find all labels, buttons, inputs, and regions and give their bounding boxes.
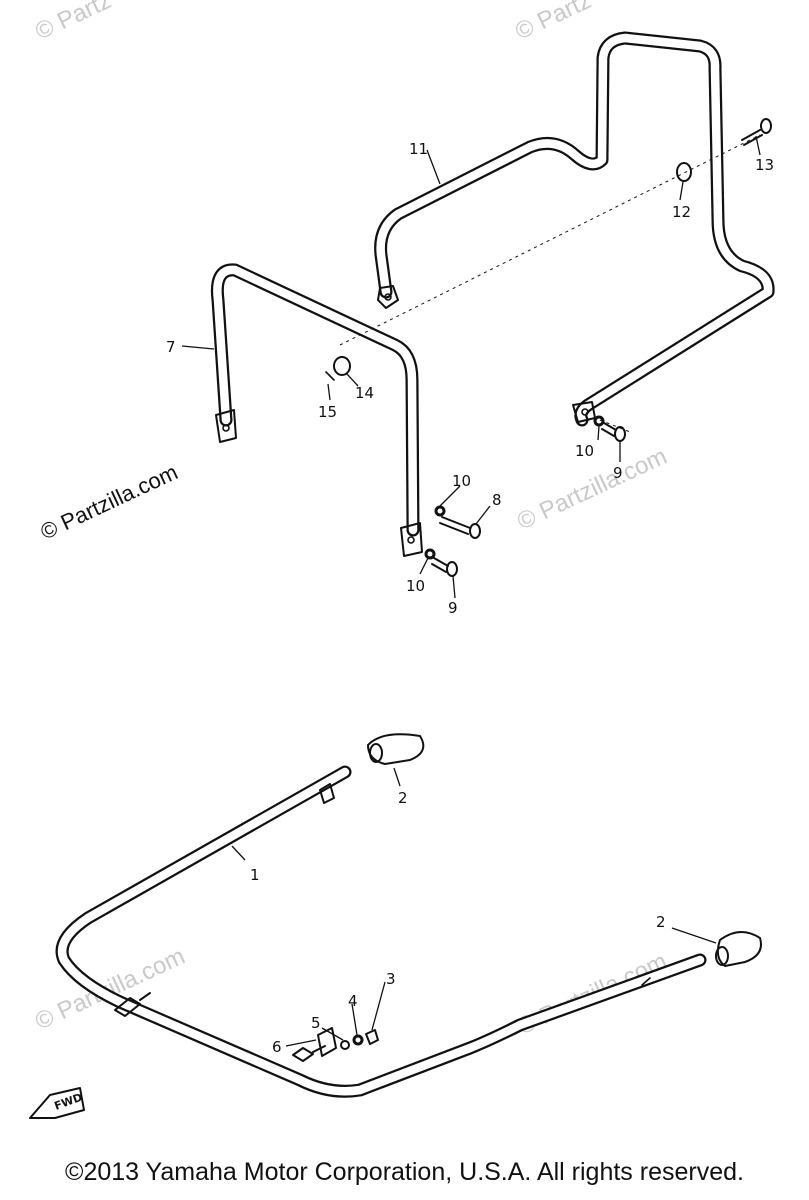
callout-5: 5: [311, 1014, 321, 1032]
bumper-loop-part-1: [55, 765, 707, 1098]
rear-bar-part-11: [374, 31, 775, 427]
callout-2-top: 2: [398, 789, 408, 807]
callout-9-right: 9: [613, 464, 623, 482]
watermark-main: © Partzilla.com: [37, 459, 182, 544]
callout-14: 14: [355, 384, 374, 402]
callout-13: 13: [755, 156, 774, 174]
callout-6: 6: [272, 1038, 282, 1056]
callout-7: 7: [166, 338, 176, 356]
watermark-top-left: © Partz: [31, 0, 115, 45]
watermark-top-center: © Partz: [511, 0, 595, 45]
callout-1: 1: [250, 866, 260, 884]
callout-11: 11: [409, 140, 428, 158]
callout-15: 15: [318, 403, 337, 421]
callout-9-lower: 9: [448, 599, 458, 617]
callout-10-right: 10: [575, 442, 594, 460]
callout-4: 4: [348, 992, 358, 1010]
fwd-arrow-icon: FWD: [29, 1087, 85, 1119]
assembly-line-side: [599, 419, 631, 433]
leader-lines: [181, 135, 761, 1047]
assembly-line-rear: [339, 134, 761, 346]
callout-12: 12: [672, 203, 691, 221]
hardware-upper: [325, 118, 772, 577]
callout-8: 8: [492, 491, 502, 509]
callout-10-upper: 10: [452, 472, 471, 490]
callout-10-lower: 10: [406, 577, 425, 595]
callout-3: 3: [386, 970, 396, 988]
end-caps-part-2: [367, 733, 762, 967]
callout-numbers: 11 12 13 7 14 15 10 9 10 8 10 9 1 2 2 3 …: [166, 140, 774, 1056]
copyright-notice: ©2013 Yamaha Motor Corporation, U.S.A. A…: [65, 1158, 744, 1186]
front-bar-part-7: [210, 263, 423, 557]
callout-2-right: 2: [656, 913, 666, 931]
